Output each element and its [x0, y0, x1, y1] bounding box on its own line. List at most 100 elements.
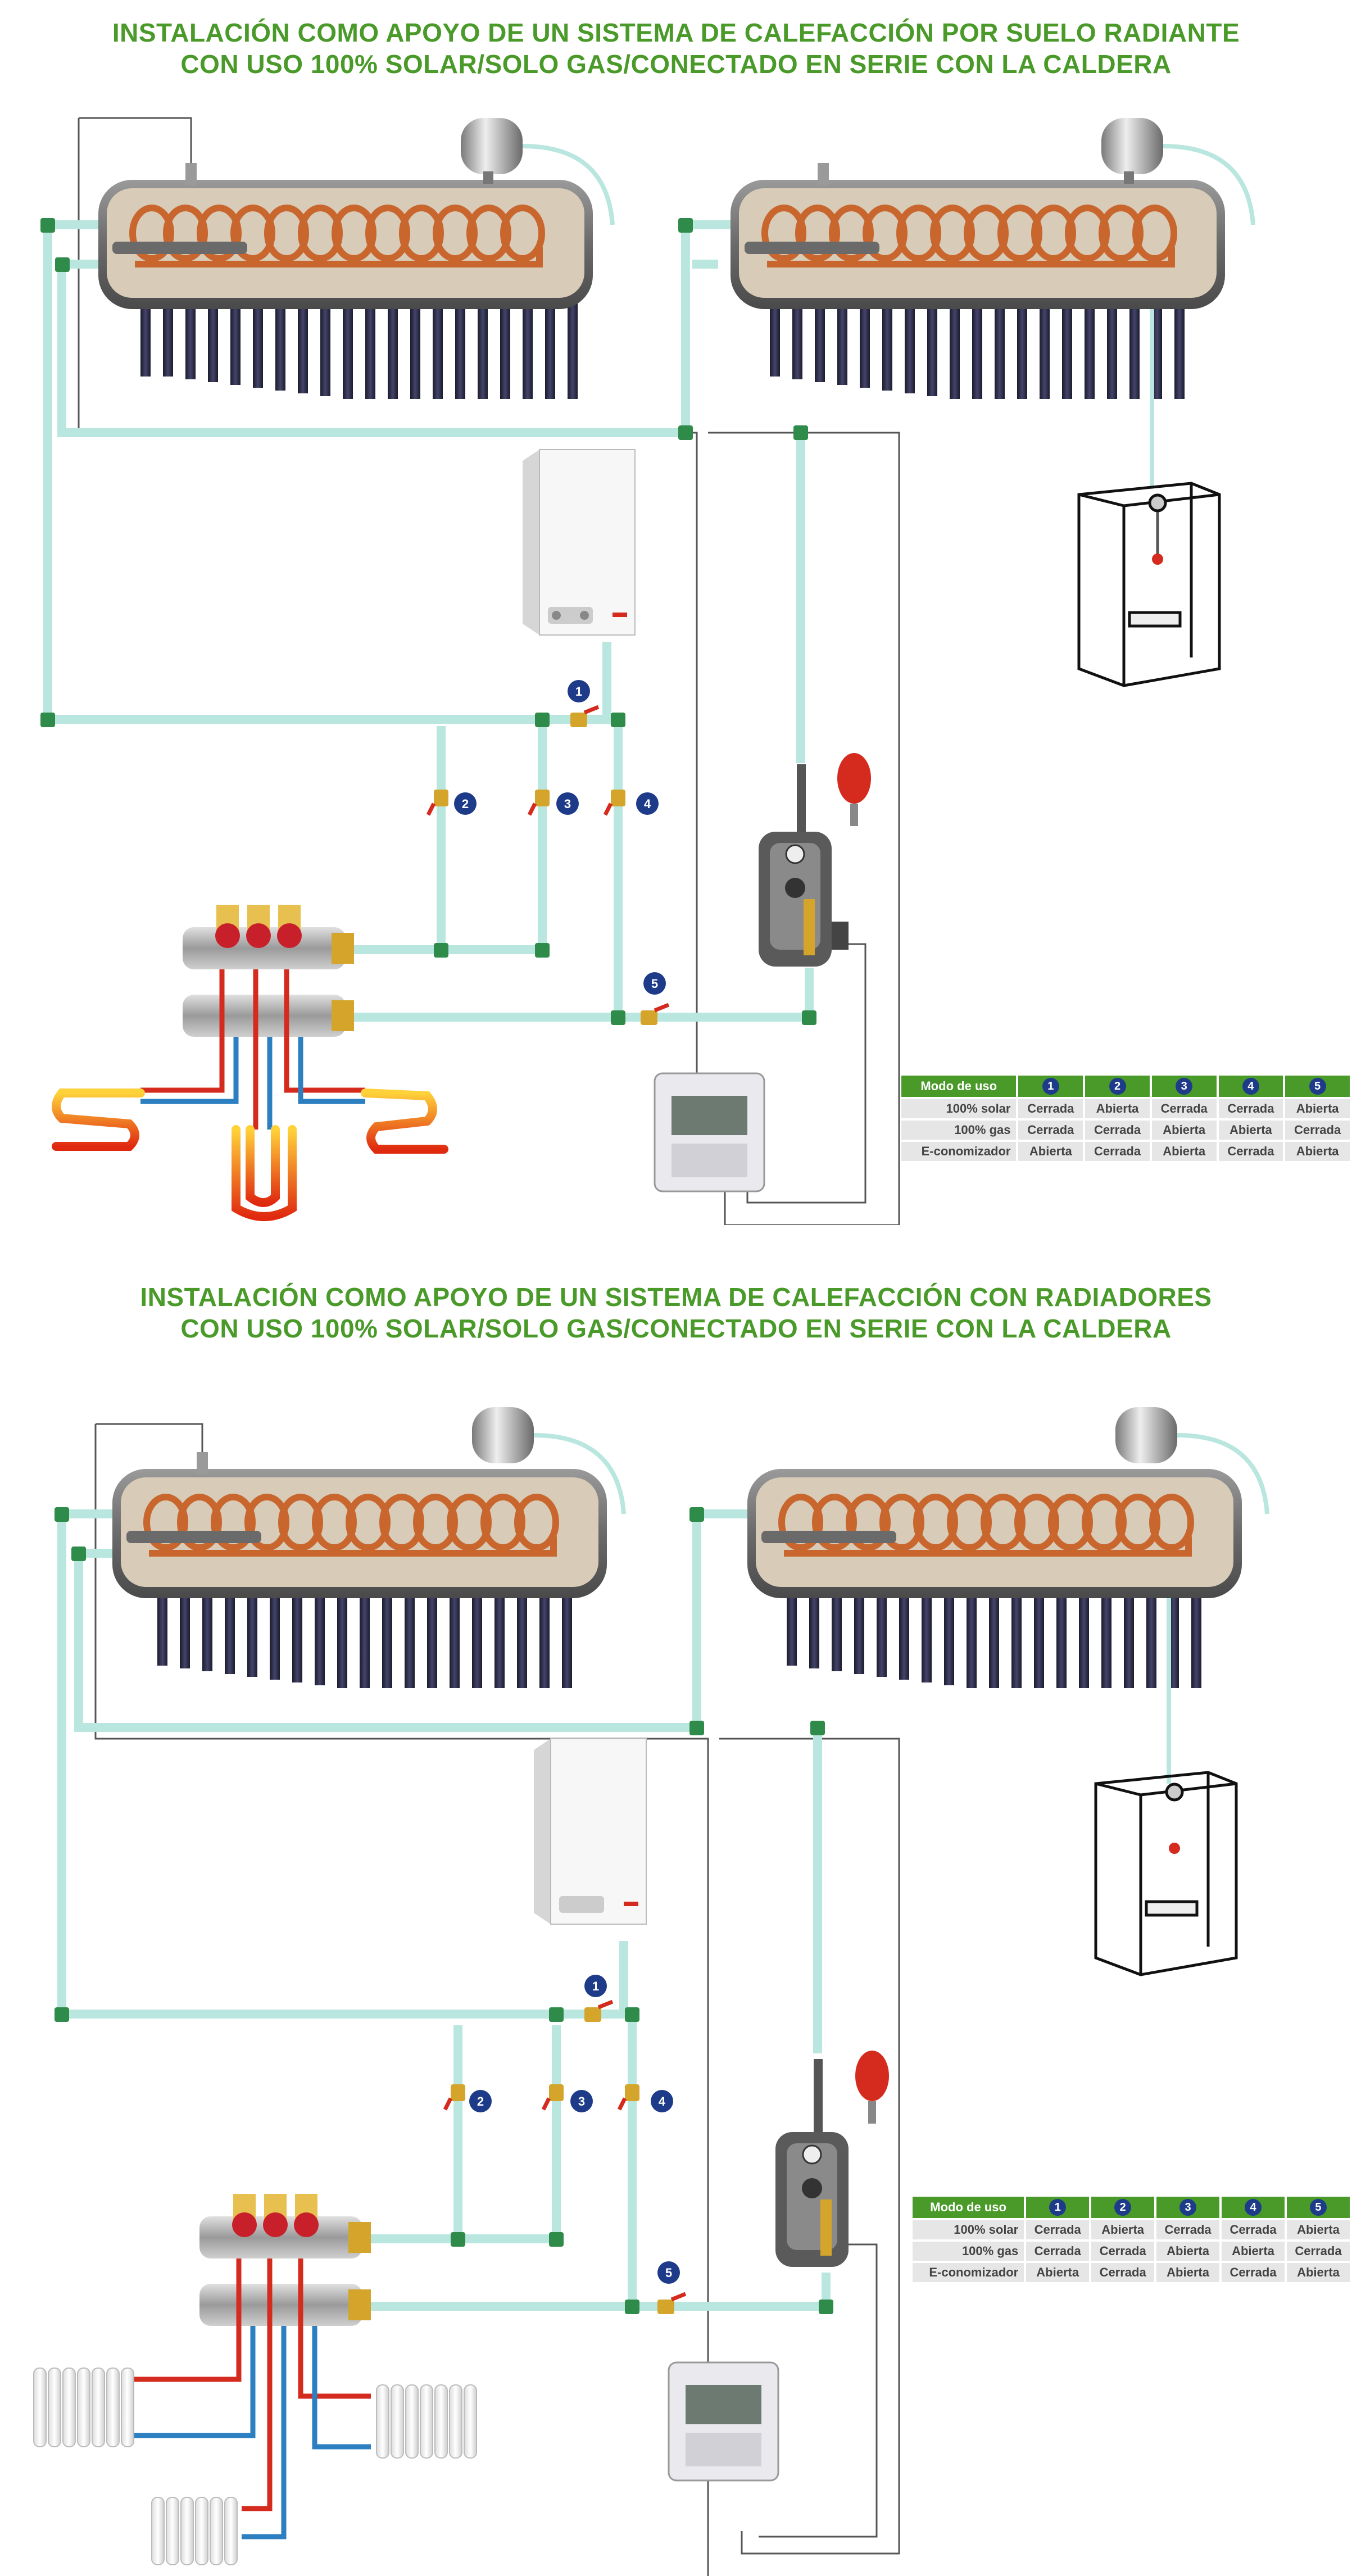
- pump-station-2: [775, 2051, 889, 2267]
- table-cell: Cerrada: [1085, 1142, 1150, 1161]
- table-cell: Cerrada: [1026, 2220, 1090, 2239]
- table-header-col: 4: [1218, 1076, 1283, 1097]
- valve-3: 3: [527, 790, 579, 816]
- valve-1: 1: [584, 1975, 614, 2022]
- valve-2-label: 2: [477, 2094, 484, 2108]
- pump-station: [759, 753, 871, 967]
- table-cell: Abierta: [1286, 2220, 1350, 2239]
- gas-boiler: [523, 449, 636, 636]
- section1-title-line2: CON USO 100% SOLAR/SOLO GAS/CONECTADO EN…: [180, 49, 1172, 79]
- valve-4: 4: [603, 790, 659, 816]
- pipe-fittings-2: [55, 1507, 833, 2314]
- table-cell: Cerrada: [1018, 1121, 1083, 1140]
- row-label: 100% solar: [901, 1099, 1017, 1118]
- valve-2: 2: [426, 790, 477, 816]
- table-cell: Abierta: [1151, 1121, 1217, 1140]
- pipes: [43, 220, 814, 1022]
- valve-5: 5: [657, 2261, 687, 2314]
- table-cell: Cerrada: [1156, 2220, 1220, 2239]
- shower-cabin: [1077, 482, 1221, 687]
- pipe-fittings: [40, 218, 816, 1025]
- table-cell: Cerrada: [1151, 1099, 1217, 1118]
- section1-title-line1: INSTALACIÓN COMO APOYO DE UN SISTEMA DE …: [112, 18, 1240, 47]
- table-header-col: 2: [1085, 1076, 1150, 1097]
- table-cell: Abierta: [1222, 2242, 1285, 2261]
- solar-collector-right: [731, 118, 1255, 489]
- table-cell: Abierta: [1018, 1142, 1083, 1161]
- table-row: E-conomizador Abierta Cerrada Abierta Ce…: [913, 2263, 1350, 2282]
- table-cell: Abierta: [1286, 2263, 1350, 2282]
- table-cell: Cerrada: [1218, 1099, 1283, 1118]
- table-row: 100% gas Cerrada Cerrada Abierta Abierta…: [913, 2242, 1350, 2261]
- valve-4: 4: [617, 2084, 673, 2112]
- radiator-bottom: [151, 2497, 238, 2565]
- table-row: E-conomizador Abierta Cerrada Abierta Ce…: [901, 1142, 1350, 1161]
- table-header-row: Modo de uso 1 2 3 4 5: [913, 2197, 1350, 2218]
- radiator-right: [376, 2384, 477, 2459]
- radiators: [33, 2368, 477, 2565]
- section2-title-line2: CON USO 100% SOLAR/SOLO GAS/CONECTADO EN…: [180, 1314, 1172, 1343]
- gas-boiler-2: [534, 1738, 647, 1925]
- table-row: 100% solar Cerrada Abierta Cerrada Cerra…: [913, 2220, 1350, 2239]
- table-cell: Cerrada: [1222, 2263, 1285, 2282]
- solar-collector-right-2: [747, 1407, 1269, 1784]
- row-label: 100% gas: [913, 2242, 1024, 2261]
- valve-3-label: 3: [578, 2094, 585, 2108]
- radiator-left: [33, 2368, 134, 2447]
- table-cell: Abierta: [1156, 2242, 1220, 2261]
- valve-4-label: 4: [659, 2094, 666, 2108]
- table-cell: Abierta: [1085, 1099, 1150, 1118]
- valve-2-label: 2: [462, 797, 469, 811]
- solar-controller: [654, 1072, 765, 1192]
- solar-controller-2: [668, 2361, 779, 2482]
- row-label: 100% solar: [913, 2220, 1024, 2239]
- table-header-col: 1: [1018, 1076, 1083, 1097]
- valve-3: 3: [541, 2084, 593, 2112]
- table-row: 100% gas Cerrada Cerrada Abierta Abierta…: [901, 1121, 1350, 1140]
- table-cell: Abierta: [1026, 2263, 1090, 2282]
- valve-1: 1: [568, 680, 600, 727]
- valve-3-label: 3: [564, 797, 571, 811]
- table-cell: Cerrada: [1085, 1121, 1150, 1140]
- row-label: E-conomizador: [913, 2263, 1024, 2282]
- table-cell: Cerrada: [1218, 1142, 1283, 1161]
- table-cell: Abierta: [1156, 2263, 1220, 2282]
- signal-wires-2: [94, 1423, 900, 2576]
- table-header-mode: Modo de uso: [913, 2197, 1024, 2218]
- floor-manifolds: [140, 905, 365, 1130]
- diagram-underfloor: 1 2 3 4 5: [40, 117, 1255, 1225]
- row-label: E-conomizador: [901, 1142, 1017, 1161]
- table-cell: Abierta: [1285, 1099, 1350, 1118]
- row-label: 100% gas: [901, 1121, 1017, 1140]
- table-header-row: Modo de uso 1 2 3 4 5: [901, 1076, 1350, 1097]
- valves: 1 2 3 4 5: [426, 680, 670, 1025]
- table-header-col: 4: [1222, 2197, 1285, 2218]
- table-cell: Abierta: [1218, 1121, 1283, 1140]
- valve-mode-table-1: Modo de uso 1 2 3 4 5 100% solar Cerrada…: [899, 1073, 1352, 1163]
- table-cell: Cerrada: [1285, 1121, 1350, 1140]
- valve-1-label: 1: [575, 684, 582, 699]
- radiator-manifolds: [129, 2194, 371, 2539]
- valves-2: 1 2 3 4 5: [443, 1975, 687, 2314]
- table-header-col: 1: [1026, 2197, 1090, 2218]
- table-cell: Abierta: [1091, 2220, 1155, 2239]
- valve-mode-table-2: Modo de uso 1 2 3 4 5 100% solar Cerrada…: [910, 2194, 1352, 2284]
- valve-5: 5: [641, 972, 670, 1025]
- valve-1-label: 1: [592, 1979, 599, 1993]
- table-cell: Abierta: [1285, 1142, 1350, 1161]
- valve-5-label: 5: [651, 977, 658, 991]
- table-cell: Cerrada: [1026, 2242, 1090, 2261]
- table-cell: Abierta: [1151, 1142, 1217, 1161]
- valve-4-label: 4: [644, 797, 651, 811]
- table-header-col: 5: [1285, 1076, 1350, 1097]
- table-header-col: 2: [1091, 2197, 1155, 2218]
- section2-title-line1: INSTALACIÓN COMO APOYO DE UN SISTEMA DE …: [140, 1282, 1212, 1312]
- section1-title: INSTALACIÓN COMO APOYO DE UN SISTEMA DE …: [0, 17, 1352, 80]
- valve-5-label: 5: [665, 2266, 672, 2280]
- solar-collector-left-2: [112, 1407, 626, 1688]
- pipes-2: [57, 1509, 831, 2311]
- section2-title: INSTALACIÓN COMO APOYO DE UN SISTEMA DE …: [0, 1281, 1352, 1344]
- diagram-radiators: 1 2 3 4 5: [33, 1407, 1269, 2576]
- table-header-mode: Modo de uso: [901, 1076, 1017, 1097]
- valve-2: 2: [443, 2084, 492, 2112]
